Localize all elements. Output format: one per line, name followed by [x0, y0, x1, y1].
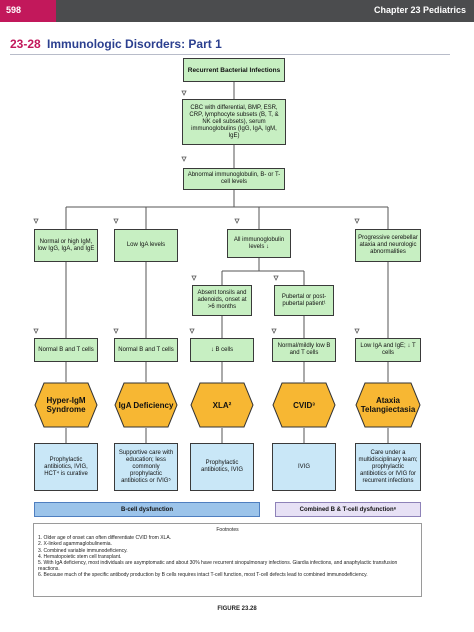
diagnosis-xla: XLA²: [190, 382, 254, 428]
node-cerebellar-ataxia: Progressive cerebellar ataxia and neurol…: [355, 229, 421, 262]
chapter-title: Chapter 23 Pediatrics: [373, 5, 466, 15]
category-combined-dysfunction: Combined B & T-cell dysfunction⁶: [275, 502, 421, 517]
footnotes-title: Footnotes: [216, 527, 239, 533]
diagnosis-ataxia-telangiectasia: Ataxia Telangiectasia: [355, 382, 421, 428]
node-all-ig-low: All immunoglobulin levels ↓: [227, 229, 291, 258]
header-bar: [0, 0, 474, 22]
diagnosis-ataxia-telangiectasia-label: Ataxia Telangiectasia: [360, 396, 416, 414]
footnote-item: 5. With IgA deficiency, most individuals…: [38, 560, 398, 573]
node-high-igm: Normal or high IgM, low IgG, IgA, and Ig…: [34, 229, 98, 262]
category-b-cell-dysfunction: B-cell dysfunction: [34, 502, 260, 517]
footnote-item: 1. Older age of onset can often differen…: [38, 535, 172, 542]
diagnosis-hyper-igm-label: Hyper-IgM Syndrome: [46, 396, 86, 414]
figure-caption: FIGURE 23.28: [217, 606, 257, 612]
node-initial-labs: CBC with differential, BMP, ESR, CRP, ly…: [182, 99, 286, 145]
figure-title-text: Immunologic Disorders: Part 1: [47, 37, 222, 51]
figure-title: 23-28 Immunologic Disorders: Part 1: [10, 37, 222, 51]
footnote-item: 6. Because much of the specific antibody…: [38, 572, 368, 579]
node-mildly-low-bt: Normal/mildly low B and T cells: [272, 338, 336, 362]
node-low-iga: Low IgA levels: [114, 229, 178, 262]
hexagon-shape: [355, 382, 421, 428]
diagnosis-xla-label: XLA²: [212, 400, 232, 410]
diagnosis-iga-deficiency-label: IgA Deficiency: [118, 400, 174, 410]
treatment-ataxia-telangiectasia: Care under a multidisciplinary team; pro…: [355, 443, 421, 491]
node-absent-tonsils: Absent tonsils and adenoids, onset at >6…: [192, 285, 252, 316]
treatment-cvid: IVIG: [272, 443, 336, 491]
node-normal-bt-1: Normal B and T cells: [34, 338, 98, 362]
node-low-iga-ige-t: Low IgA and IgE; ↓ T cells: [355, 338, 421, 362]
diagnosis-cvid-label: CVID³: [293, 400, 315, 410]
hexagon-shape: [114, 382, 178, 428]
header-accent: [0, 0, 56, 22]
diagnosis-hyper-igm: Hyper-IgM Syndrome: [34, 382, 98, 428]
hexagon-shape: [34, 382, 98, 428]
node-abnormal-levels: Abnormal immunoglobulin, B- or T-cell le…: [183, 168, 285, 190]
node-normal-bt-2: Normal B and T cells: [114, 338, 178, 362]
treatment-xla: Prophylactic antibiotics, IVIG: [190, 443, 254, 491]
node-low-b-cells: ↓ B cells: [190, 338, 254, 362]
treatment-hyper-igm: Prophylactic antibiotics, IVIG, HCT⁴ is …: [34, 443, 98, 491]
treatment-iga-deficiency: Supportive care with education; less com…: [114, 443, 178, 491]
footnote-item: 2. X-linked agammaglobulinemia.: [38, 541, 112, 548]
page-number: 598: [6, 5, 22, 15]
node-recurrent-infections: Recurrent Bacterial Infections: [183, 58, 285, 82]
figure-number: 23-28: [10, 37, 41, 51]
node-pubertal-patient: Pubertal or post-pubertal patient¹: [274, 285, 334, 316]
hexagon-shape: [272, 382, 336, 428]
diagnosis-iga-deficiency: IgA Deficiency: [114, 382, 178, 428]
hexagon-shape: [190, 382, 254, 428]
footnote-item: 4. Hematopoietic stem cell transplant.: [38, 553, 122, 560]
footnote-item: 3. Combined variable immunodeficiency.: [38, 547, 128, 554]
diagnosis-cvid: CVID³: [272, 382, 336, 428]
footnotes-box: Footnotes 1. Older age of onset can ofte…: [33, 523, 422, 597]
title-rule: [10, 54, 450, 55]
